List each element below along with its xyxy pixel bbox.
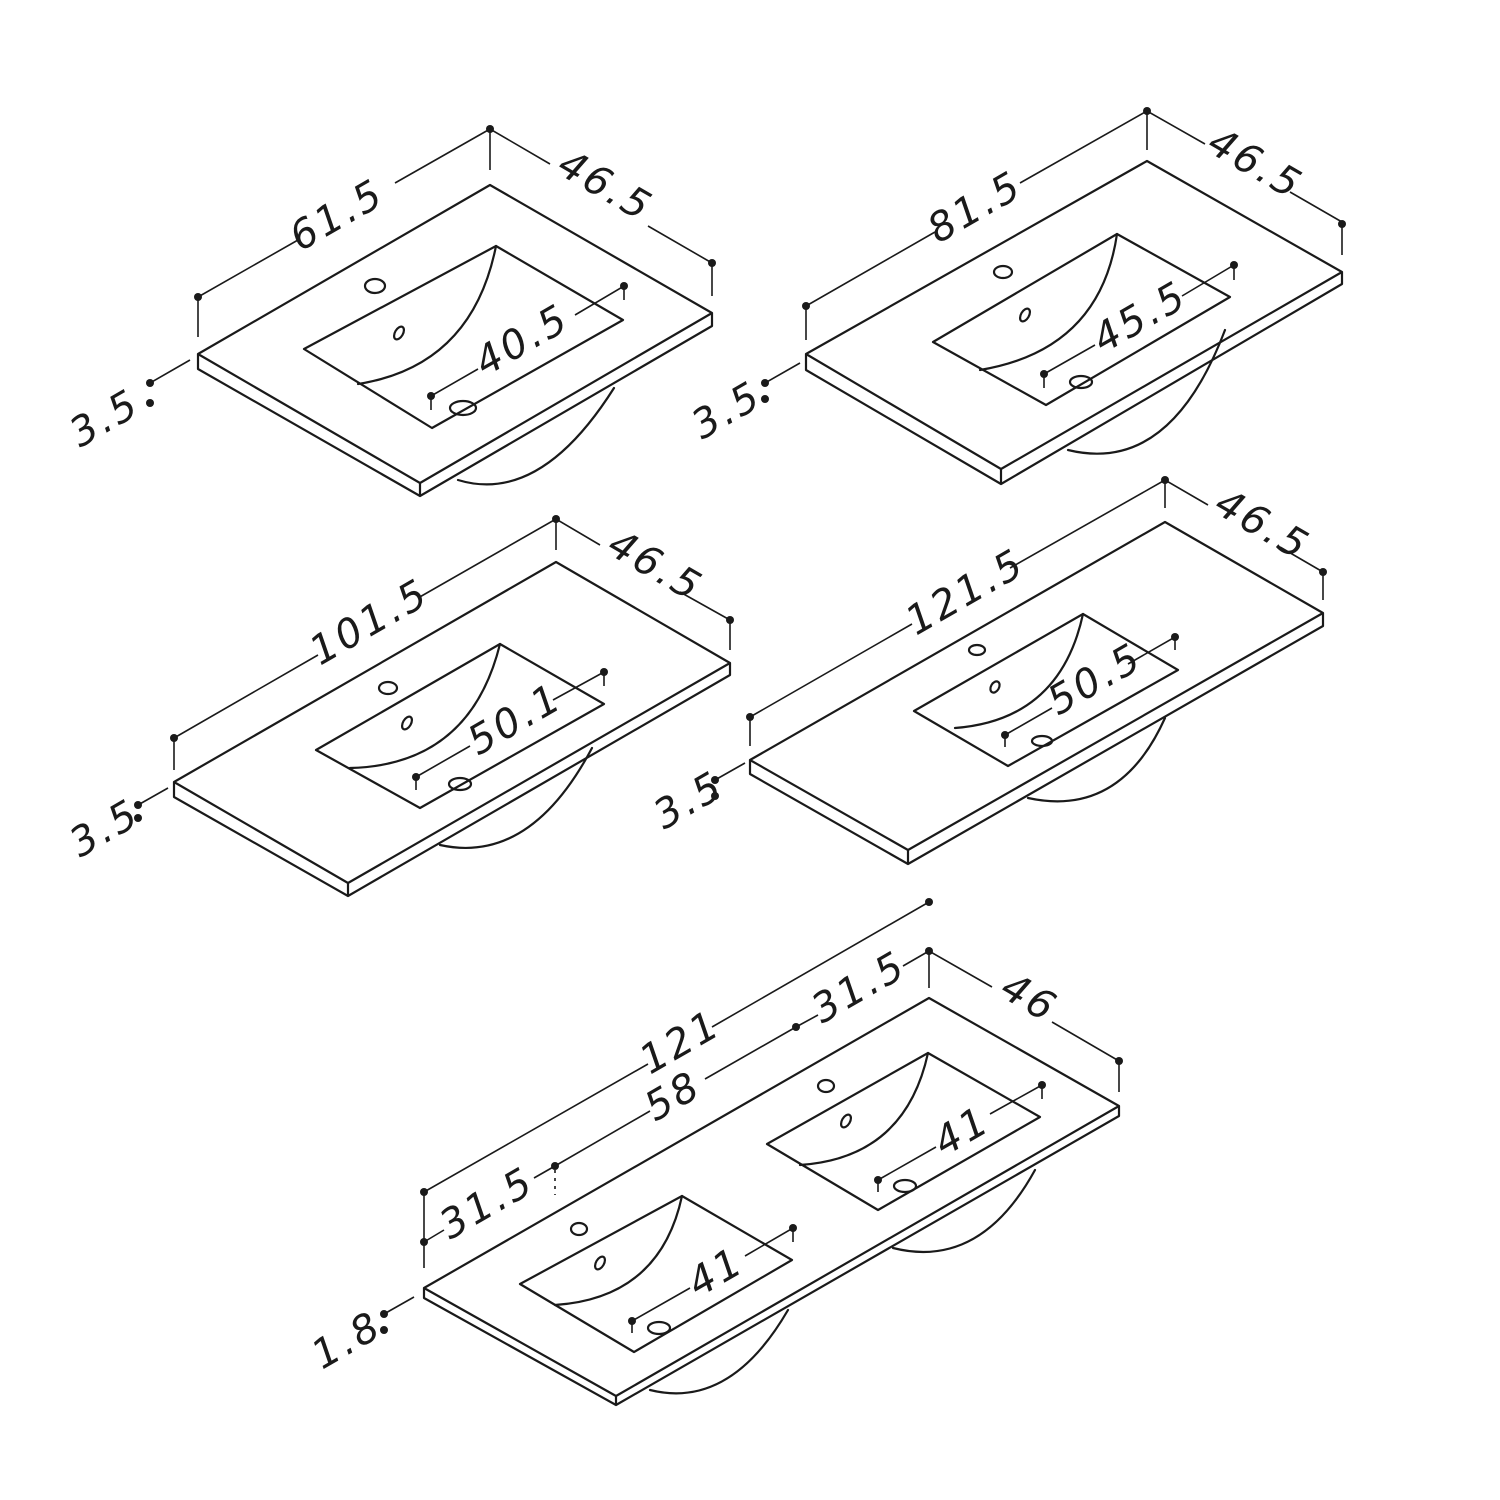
bowl-opening: [931, 232, 1232, 407]
right-offset-dimension-line: [902, 950, 930, 967]
basin-unit-81-5: 81.5 46.5 45.5 3.5: [684, 107, 1346, 486]
thickness-label: 3.5: [62, 381, 148, 457]
width-dimension-line: [1009, 479, 1166, 569]
thickness-label: 1.8: [304, 1303, 390, 1379]
thickness-dimension-line: [383, 1296, 415, 1315]
depth-dimension-line: [1146, 109, 1206, 150]
bowl-dimension-line: [574, 284, 625, 316]
countertop-outline: [748, 520, 1325, 866]
bowl-underside: [1066, 328, 1227, 455]
right-offset-label: 31.5: [804, 942, 915, 1032]
overflow-hole-icon: [400, 715, 414, 731]
right-bowl-opening: [765, 1051, 1042, 1212]
depth-dimension-line: [489, 127, 551, 170]
width-dimension-line: [197, 239, 299, 337]
bowl-opening: [302, 244, 625, 430]
depth-label: 46.5: [550, 141, 661, 231]
width-label: 121.5: [898, 540, 1033, 645]
left-offset-dimension-line: [533, 1165, 556, 1179]
tap-hole-icon: [363, 277, 387, 295]
left-bowl-opening: [518, 1194, 794, 1354]
drain-hole-icon: [447, 776, 473, 792]
width-label: 101.5: [302, 570, 437, 675]
tap-hole-icon: [967, 643, 987, 657]
tap-hole-icon: [992, 264, 1014, 280]
bowl-opening: [314, 642, 606, 810]
width-dimension-line: [1019, 110, 1148, 184]
depth-dimension-line: [1164, 478, 1209, 508]
left-offset-label: 31.5: [432, 1158, 543, 1248]
width-dimension-line: [417, 518, 557, 599]
right-offset-dimension-line: [795, 1014, 819, 1028]
depth-dimension-line: [647, 225, 713, 296]
basin-unit-61-5: 61.5 46.5 40.5 3.5: [62, 125, 716, 498]
right-bowl-underside: [891, 1168, 1037, 1253]
bowl-curve: [356, 244, 498, 386]
total-width-dimension-line: [711, 901, 930, 1028]
depth-label: 46.5: [1200, 119, 1311, 209]
basin-unit-101-5: 101.5 46.5 50.1 3.5: [62, 515, 734, 898]
bowl-curve: [978, 232, 1119, 372]
width-label: 81.5: [920, 162, 1031, 252]
center-distance-dimension-line: [554, 1110, 651, 1167]
width-label: 61.5: [282, 170, 393, 260]
bowl-dimension-line: [1181, 263, 1235, 297]
thickness-label: 3.5: [684, 373, 770, 449]
right-bowl-dimension-line: [989, 1083, 1043, 1115]
left-bowl-dimension-line: [631, 1287, 691, 1333]
depth-label: 46: [993, 964, 1065, 1032]
overflow-hole-icon: [392, 325, 406, 341]
depth-dimension-line: [1289, 191, 1343, 255]
bowl-underside: [456, 386, 616, 486]
bowl-label: 40.5: [467, 295, 578, 385]
left-bowl-curve: [553, 1194, 684, 1307]
bowl-underside: [438, 746, 594, 849]
right-tap-hole-icon: [816, 1078, 836, 1094]
right-overflow-hole-icon: [839, 1113, 853, 1129]
double-basin-unit-121: 121 58 31.5 31.5 46 41 41: [304, 898, 1123, 1407]
right-bowl-label: 41: [926, 1097, 998, 1165]
thickness-dimension-line: [137, 787, 169, 806]
width-dimension-line: [749, 623, 913, 746]
right-bowl-dimension-line: [877, 1146, 937, 1192]
countertop-outline: [804, 159, 1344, 486]
left-bowl-dimension-line: [744, 1226, 794, 1257]
thickness-dimension-line: [714, 762, 746, 781]
thickness-label: 3.5: [646, 763, 732, 839]
overflow-hole-icon: [1018, 307, 1032, 323]
width-dimension-line: [805, 231, 936, 340]
bowl-opening: [912, 612, 1180, 768]
left-overflow-hole-icon: [593, 1255, 607, 1271]
countertop-outline: [172, 560, 732, 898]
overflow-hole-icon: [989, 680, 1001, 694]
drain-hole-icon: [1030, 734, 1054, 748]
depth-dimension-line: [555, 517, 601, 550]
bowl-label: 50.1: [460, 674, 571, 764]
left-bowl-underside: [648, 1308, 790, 1395]
depth-dimension-line: [1051, 1021, 1120, 1092]
thickness-label: 3.5: [62, 791, 148, 867]
bowl-curve: [953, 612, 1085, 730]
left-drain-hole-icon: [646, 1320, 672, 1336]
bowl-label: 50.5: [1040, 634, 1151, 724]
bowl-underside: [1026, 716, 1167, 803]
left-tap-hole-icon: [569, 1221, 589, 1237]
countertop-outline: [196, 183, 714, 498]
right-drain-hole-icon: [892, 1178, 918, 1194]
countertop-outline: [422, 996, 1121, 1407]
depth-dimension-line: [928, 949, 993, 988]
basin-unit-121-5: 121.5 46.5 50.5 3.5: [646, 476, 1327, 866]
tap-hole-icon: [377, 680, 399, 696]
drain-hole-icon: [1068, 374, 1094, 390]
bowl-curve: [348, 642, 502, 770]
center-distance-dimension-line: [704, 1026, 797, 1080]
width-dimension-line: [394, 128, 491, 184]
thickness-dimension-line: [764, 362, 801, 384]
bowl-dimension-line: [552, 670, 605, 701]
right-bowl-curve: [798, 1051, 930, 1167]
left-bowl-label: 41: [680, 1238, 752, 1306]
thickness-dimension-line: [149, 359, 191, 384]
drain-hole-icon: [448, 399, 478, 417]
